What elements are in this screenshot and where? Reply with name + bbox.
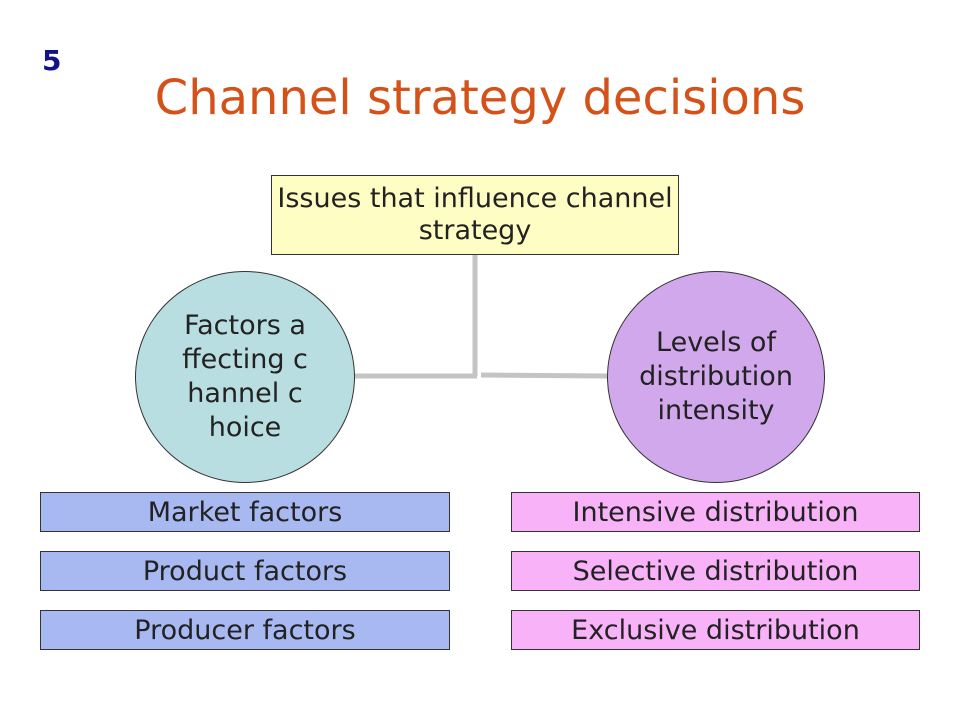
left-item-box: Market factors [40,492,450,532]
slide-title: Channel strategy decisions [154,70,806,126]
left-item-label: Product factors [142,555,348,587]
right-node-label: Levels of distribution intensity [639,327,793,426]
slide-number: 5 [42,44,62,77]
right-node-circle: Levels of distribution intensity [607,271,825,483]
left-item-label: Producer factors [134,614,356,646]
right-item-box: Selective distribution [511,551,920,591]
connector-right-branch [480,372,608,379]
left-item-label: Market factors [147,496,343,528]
right-item-label: Exclusive distribution [571,614,860,646]
left-node-circle: Factors affecting channel choice [135,271,355,483]
right-item-label: Selective distribution [572,555,859,587]
right-item-label: Intensive distribution [572,496,859,528]
right-item-box: Exclusive distribution [511,610,920,650]
right-item-box: Intensive distribution [511,492,920,532]
left-item-box: Product factors [40,551,450,591]
left-node-label: Factors affecting channel choice [182,310,308,443]
left-item-box: Producer factors [40,610,450,650]
root-node-box: Issues that influence channel strategy [271,175,679,255]
root-node-label: Issues that influence channel strategy [277,183,673,246]
